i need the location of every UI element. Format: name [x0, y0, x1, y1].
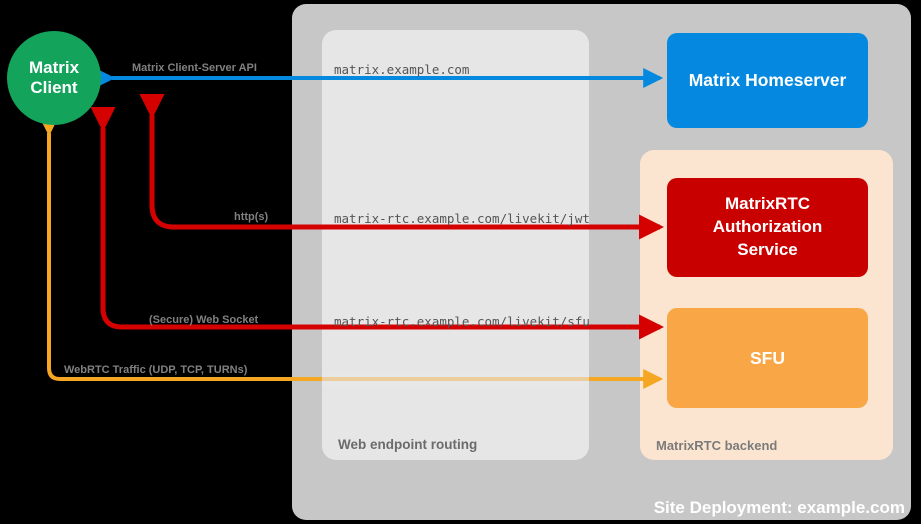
matrixrtc-backend-label: MatrixRTC backend: [656, 438, 778, 453]
auth-line1: MatrixRTC: [724, 194, 810, 214]
arrow-webrtc-traffic: [39, 116, 664, 389]
site-deployment-label: Site Deployment: example.com: [653, 498, 905, 517]
arrow-label-client-server-api: Matrix Client-Server API: [132, 62, 257, 74]
web-endpoint-routing-label: Web endpoint routing: [338, 437, 478, 452]
node-sfu[interactable]: SFU: [667, 308, 868, 408]
node-matrix-client[interactable]: Matrix Client: [7, 31, 101, 125]
matrix-homeserver-label: Matrix Homeserver: [688, 70, 847, 90]
arrow-label-secure-web-socket: (Secure) Web Socket: [149, 314, 259, 326]
arrow-label-webrtc-traffic: WebRTC Traffic (UDP, TCP, TURNs): [64, 364, 248, 376]
endpoint-label-livekit-sfu: matrix-rtc.example.com/livekit/sfu: [334, 314, 590, 329]
node-matrixrtc-authorization-service[interactable]: MatrixRTC Authorization Service: [667, 178, 868, 277]
endpoint-label-livekit-jwt: matrix-rtc.example.com/livekit/jwt: [334, 211, 590, 226]
arrow-label-https: http(s): [234, 211, 269, 223]
matrix-client-line2: Client: [30, 78, 78, 97]
node-matrix-homeserver[interactable]: Matrix Homeserver: [667, 33, 868, 128]
sfu-label: SFU: [750, 347, 785, 368]
endpoint-label-matrix: matrix.example.com: [334, 62, 470, 77]
auth-line2: Authorization: [712, 217, 823, 237]
auth-line3: Service: [737, 239, 798, 259]
matrix-client-line1: Matrix: [28, 57, 80, 77]
